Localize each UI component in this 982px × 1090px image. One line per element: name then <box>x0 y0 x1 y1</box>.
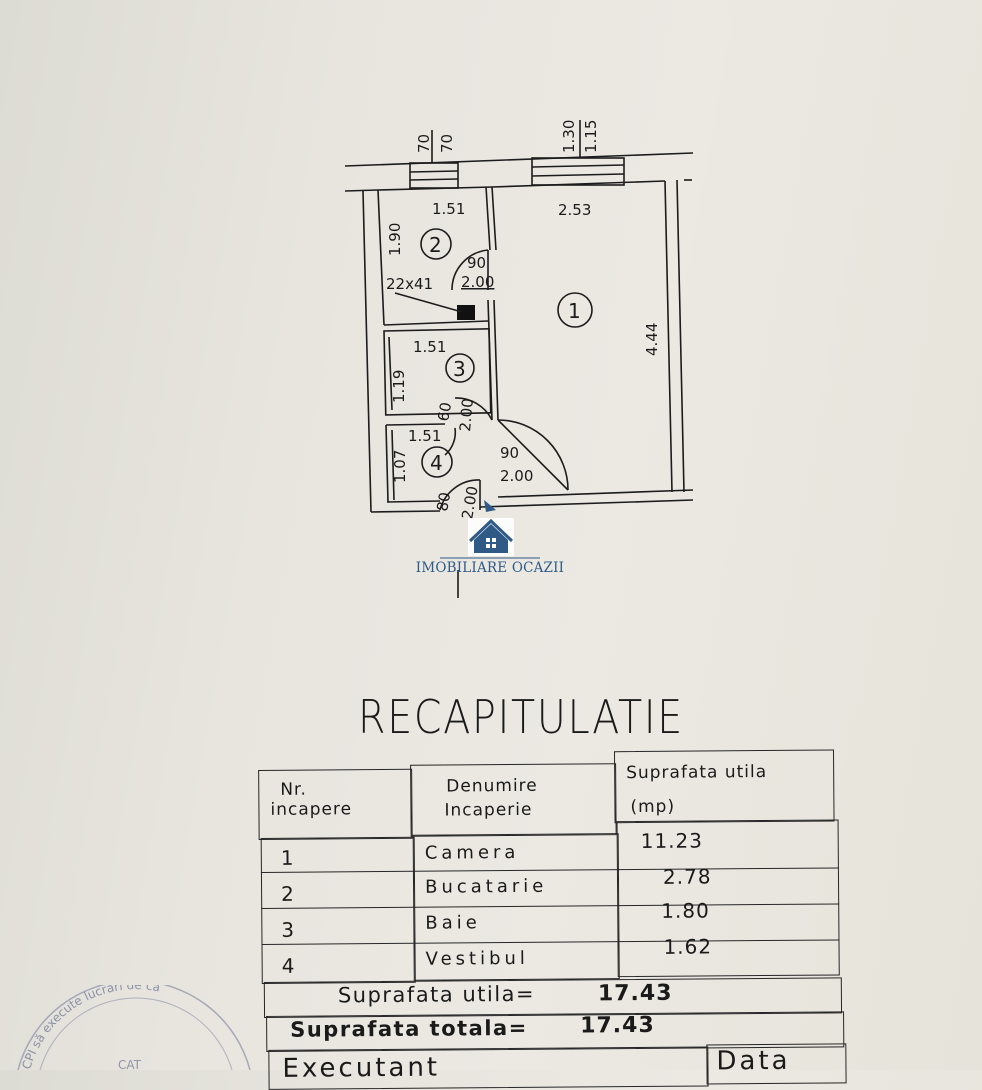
row-name: Vestibul <box>425 947 529 970</box>
door2-width: 90 <box>467 254 486 272</box>
house-icon <box>440 500 540 559</box>
room3-width: 1.51 <box>413 338 446 356</box>
room2-length: 1.90 <box>386 223 404 256</box>
useful-area-value: 17.43 <box>597 980 673 1007</box>
window-dim-2: 70 <box>438 134 456 153</box>
stamp-icon: CPI să execute lucrări de ca CAT <box>17 985 251 1070</box>
summary-title: RECAPITULATIE <box>358 690 684 744</box>
room3-number: 3 <box>453 357 466 381</box>
header-area-line1: Suprafata utila <box>626 762 768 784</box>
total-area-label: Suprafata totala= <box>290 1015 528 1042</box>
row-nr: 1 <box>280 845 295 870</box>
floor-plan: 70 70 1.30 1.15 2.53 4.44 1 1.51 1.90 2 … <box>344 120 694 598</box>
room2-note: 22x41 <box>386 275 433 293</box>
entry-door-width: 80 <box>433 491 454 513</box>
room1-number: 1 <box>568 299 581 323</box>
window-dim-1: 70 <box>415 134 433 153</box>
door-swing-entry <box>439 479 481 511</box>
room4-number: 4 <box>430 451 443 475</box>
header-name-line1: Denumire <box>446 775 538 797</box>
row-name: Bucatarie <box>424 875 548 898</box>
row-area: 2.78 <box>662 864 712 889</box>
room2-number: 2 <box>429 233 442 257</box>
row-area: 1.62 <box>663 934 713 959</box>
door-swing-3 <box>454 397 493 421</box>
entry-door-height: 2.00 <box>458 485 482 521</box>
useful-area-label: Suprafata utila= <box>337 981 536 1008</box>
room4-width: 1.51 <box>408 427 441 445</box>
room2-width: 1.51 <box>432 200 465 218</box>
door1-width: 90 <box>500 444 519 462</box>
room1-width: 2.53 <box>558 201 591 219</box>
row-nr: 4 <box>281 953 296 978</box>
header-name-line2: Incaperie <box>444 799 533 821</box>
door-swing-2 <box>451 249 489 291</box>
window-dim-4: 1.15 <box>582 120 600 153</box>
date-label: Data <box>716 1045 791 1077</box>
total-area-value: 17.43 <box>580 1012 655 1039</box>
summary-table: Nr. incapere Denumire Incaperie Suprafat… <box>258 749 848 1090</box>
row-name: Baie <box>425 912 481 934</box>
header-area-line2: (mp) <box>630 796 676 818</box>
window-right <box>531 157 625 186</box>
room4-length: 1.07 <box>391 450 409 483</box>
door2-height: 2.00 <box>461 273 494 291</box>
brand-watermark: IMOBILIARE OCAZII <box>415 560 565 576</box>
row-nr: 3 <box>281 917 296 942</box>
header-nr-line2: incapere <box>270 799 353 820</box>
room3-length: 1.19 <box>390 370 408 403</box>
row-nr: 2 <box>281 881 295 906</box>
stamp-fragment: CAT <box>118 1058 142 1070</box>
row-area: 1.80 <box>661 898 710 923</box>
row-name: Camera <box>424 841 520 864</box>
room1-length: 4.44 <box>643 323 661 356</box>
door-swing-1 <box>497 419 569 491</box>
window-dim-3: 1.30 <box>560 120 578 153</box>
door3-height: 2.00 <box>456 398 477 433</box>
door3-width: 60 <box>434 401 455 423</box>
executant-label: Executant <box>282 1052 441 1084</box>
row-area: 11.23 <box>640 828 704 853</box>
window-left <box>409 162 459 189</box>
door1-height: 2.00 <box>500 467 533 485</box>
